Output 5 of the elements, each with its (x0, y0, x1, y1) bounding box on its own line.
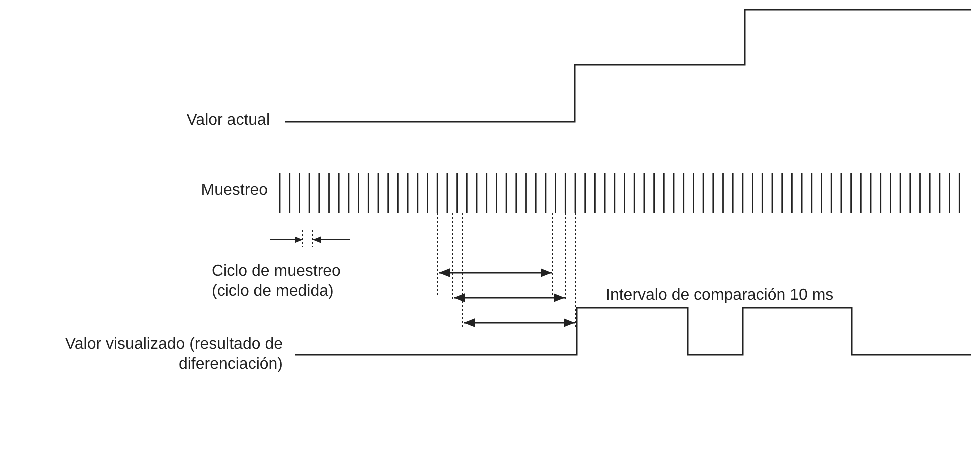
signal-label: Valor actual (186, 111, 270, 131)
signal-label: Muestreo (201, 181, 268, 201)
signal-label: Valor visualizado (resultado de diferenciación) (64, 335, 283, 375)
dimension-label: Ciclo de muestreo (ciclo de medida) (212, 262, 342, 302)
dimension-label: Intervalo de comparación 10 ms (606, 286, 835, 306)
